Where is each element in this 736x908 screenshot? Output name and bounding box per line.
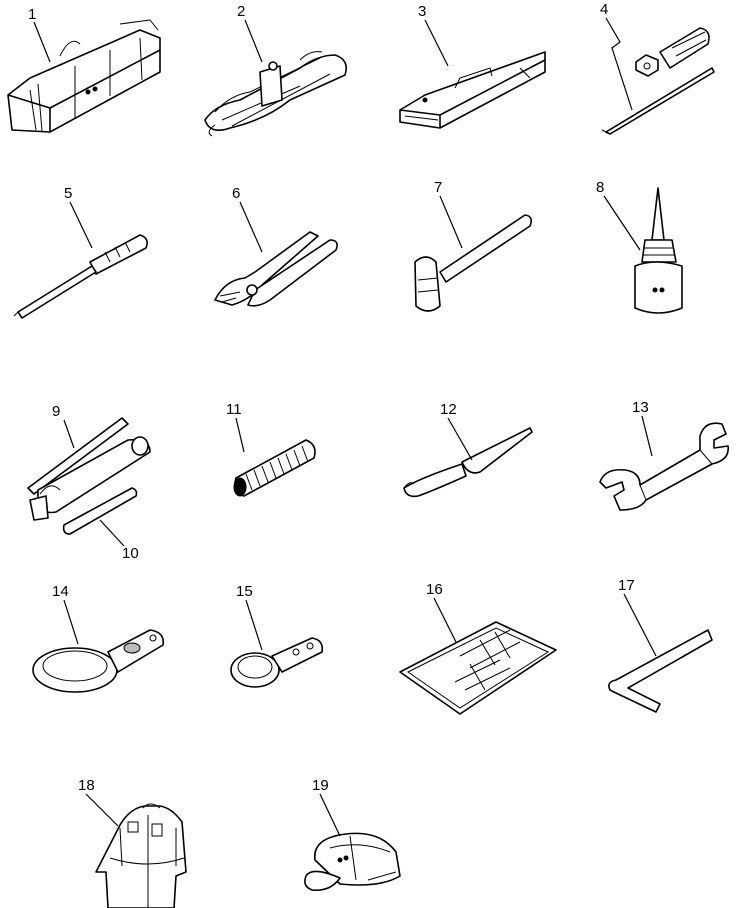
callout-13: 13 — [632, 399, 649, 416]
filter-wrench-small-icon — [230, 637, 324, 688]
callout-17: 17 — [618, 577, 635, 594]
callout-8: 8 — [596, 179, 604, 196]
leader-17 — [623, 593, 657, 657]
leader-1 — [33, 21, 51, 63]
coverall-icon — [95, 803, 187, 908]
oiler-can-icon — [634, 187, 683, 314]
leader-14 — [63, 599, 79, 645]
callout-7: 7 — [434, 179, 442, 196]
callout-19: 19 — [312, 777, 329, 794]
leader-9 — [63, 419, 75, 449]
pry-bar-icon — [403, 427, 533, 498]
screwdriver-with-bits-icon — [601, 27, 715, 135]
open-end-wrench-icon — [599, 422, 729, 511]
leader-5 — [69, 201, 93, 249]
callout-5: 5 — [64, 185, 72, 202]
filter-wrench-large-icon — [32, 629, 165, 693]
callout-10: 10 — [122, 545, 139, 562]
callout-14: 14 — [52, 583, 69, 600]
leader-4 — [605, 17, 633, 111]
leader-3 — [424, 19, 449, 67]
callout-4: 4 — [600, 1, 608, 18]
callout-11: 11 — [226, 401, 242, 418]
callout-1: 1 — [28, 6, 36, 23]
wrench-set-icon — [204, 51, 348, 137]
callout-15: 15 — [236, 583, 253, 600]
coil-spring-icon — [233, 439, 316, 497]
leader-15 — [245, 599, 263, 651]
pliers-icon — [214, 231, 338, 307]
callout-16: 16 — [426, 581, 443, 598]
leader-12 — [447, 417, 473, 461]
leader-19 — [319, 793, 341, 837]
leader-10 — [99, 519, 125, 547]
hammer-icon — [414, 214, 532, 312]
callout-6: 6 — [232, 185, 240, 202]
callout-3: 3 — [418, 3, 426, 20]
tool-bag-icon — [7, 19, 161, 133]
cap-icon — [304, 832, 401, 892]
manual-booklet-icon — [399, 621, 557, 715]
leader-13 — [641, 415, 653, 457]
leader-8 — [603, 195, 641, 251]
tool-box-icon — [399, 51, 546, 129]
callout-18: 18 — [78, 777, 95, 794]
callout-2: 2 — [237, 3, 245, 20]
leader-2 — [244, 19, 263, 63]
screwdriver-icon — [13, 234, 148, 319]
leader-16 — [433, 597, 457, 643]
leader-7 — [439, 195, 463, 249]
hex-key-icon — [608, 629, 713, 713]
callout-12: 12 — [440, 401, 457, 418]
nozzle-pipe-icon — [62, 487, 138, 535]
grease-gun-icon — [27, 417, 151, 521]
callout-9: 9 — [52, 403, 60, 420]
leader-11 — [235, 417, 245, 453]
leader-6 — [239, 201, 263, 253]
leader-18 — [85, 793, 119, 827]
